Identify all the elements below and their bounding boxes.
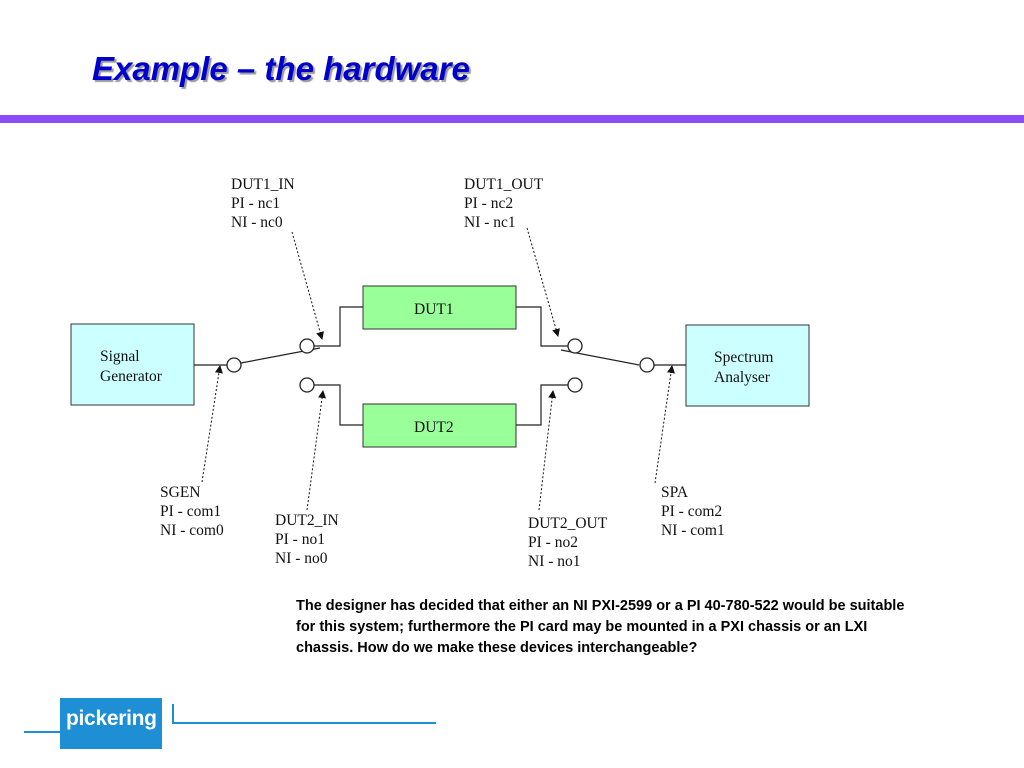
svg-text:PI - nc1: PI - nc1 (231, 195, 280, 212)
sgen-com-contact (226, 357, 242, 373)
svg-text:PI - com1: PI - com1 (160, 503, 221, 520)
svg-text:SGEN: SGEN (160, 484, 200, 501)
dut2-in-label: DUT2_IN PI - no1 NI - no0 (275, 512, 339, 567)
logo-box (60, 698, 162, 749)
svg-text:NI - com1: NI - com1 (661, 522, 725, 539)
logo-line-left (24, 731, 60, 733)
sgen-label: SGEN PI - com1 NI - com0 (160, 484, 224, 539)
spa-label: SPA PI - com2 NI - com1 (661, 484, 725, 539)
spa-pointer (654, 365, 675, 484)
svg-text:NI - nc0: NI - nc0 (231, 214, 283, 231)
title-underline (0, 115, 1024, 123)
dut1-out-contact (567, 338, 583, 354)
svg-text:NI - no1: NI - no1 (528, 553, 581, 570)
dut1-out-label: DUT1_OUT PI - nc2 NI - nc1 (464, 176, 544, 231)
dut2-in-pointer (306, 390, 327, 511)
dut1-label: DUT1 (414, 301, 454, 318)
dut2-label: DUT2 (414, 419, 454, 436)
dut1-out-wire (516, 306, 568, 347)
dut2-block: DUT2 (362, 403, 517, 448)
dut1-in-wire (314, 306, 363, 347)
svg-text:DUT1_OUT: DUT1_OUT (464, 176, 544, 193)
slide-title: Example – the hardware (92, 50, 470, 87)
svg-text:DUT1_IN: DUT1_IN (231, 176, 295, 193)
logo-line-right (172, 722, 436, 724)
svg-text:DUT2_IN: DUT2_IN (275, 512, 339, 529)
dut2-in-wire (314, 384, 363, 426)
dut1-in-contact (299, 338, 315, 354)
dut2-in-contact (299, 377, 315, 393)
svg-text:NI - no0: NI - no0 (275, 550, 328, 567)
dut2-out-label: DUT2_OUT PI - no2 NI - no1 (528, 515, 608, 570)
logo-text: pickering (66, 707, 157, 730)
svg-text:PI - no2: PI - no2 (528, 534, 578, 551)
signal-generator-label-line2: Generator (100, 368, 163, 385)
svg-text:SPA: SPA (661, 484, 689, 501)
svg-text:NI - com0: NI - com0 (160, 522, 224, 539)
spectrum-analyser-block: Spectrum Analyser (685, 324, 810, 407)
spectrum-analyser-label-line2: Analyser (714, 369, 771, 386)
svg-text:NI - nc1: NI - nc1 (464, 214, 516, 231)
dut1-out-pointer (526, 227, 560, 337)
logo-line-right-vertical (172, 704, 174, 724)
description-text: The designer has decided that either an … (296, 598, 905, 656)
spa-com-contact (639, 357, 655, 373)
dut2-out-wire (516, 384, 568, 426)
pointer-arrows (201, 227, 675, 511)
sgen-pointer (201, 365, 223, 483)
dut1-block: DUT1 (362, 285, 517, 330)
signal-generator-block: Signal Generator (70, 323, 195, 406)
dut1-in-label: DUT1_IN PI - nc1 NI - nc0 (231, 176, 295, 231)
signal-generator-label-line1: Signal (100, 348, 140, 365)
dut2-out-contact (567, 377, 583, 393)
svg-text:PI - nc2: PI - nc2 (464, 195, 513, 212)
spectrum-analyser-label-line1: Spectrum (714, 349, 773, 366)
svg-text:PI - com2: PI - com2 (661, 503, 722, 520)
svg-text:PI - no1: PI - no1 (275, 531, 325, 548)
switch-contacts (226, 338, 655, 393)
dut1-in-pointer (291, 231, 324, 340)
svg-text:DUT2_OUT: DUT2_OUT (528, 515, 608, 532)
